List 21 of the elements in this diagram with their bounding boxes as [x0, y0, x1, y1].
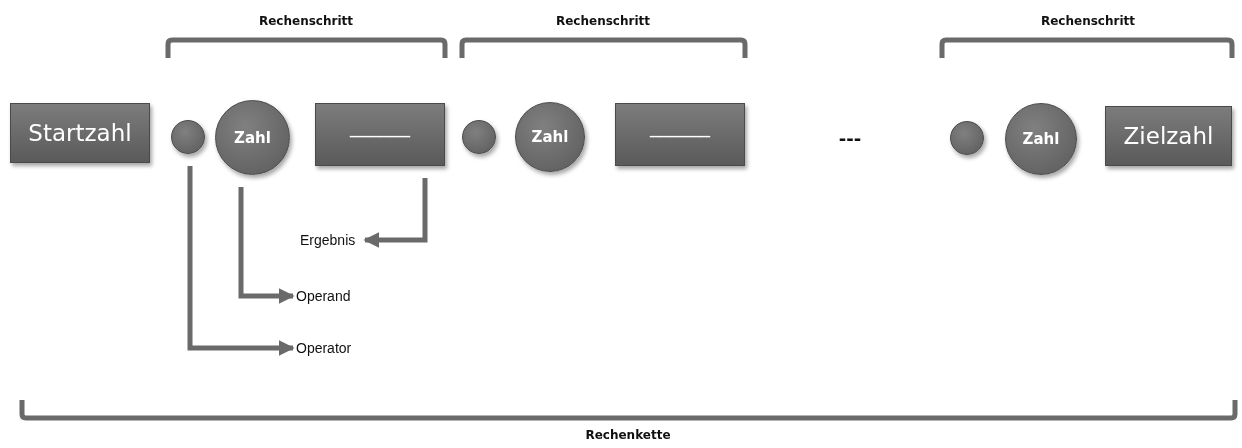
- bracket-label: Rechenschritt: [556, 14, 650, 28]
- annotation-text: Operator: [296, 338, 366, 358]
- arrow: [363, 178, 428, 248]
- number-circle: Zahl: [1005, 103, 1077, 175]
- circle-shape: [950, 121, 984, 155]
- number-box: Startzahl: [10, 103, 150, 163]
- annotation-text: Operand: [296, 286, 362, 306]
- circle-shape: [171, 120, 205, 154]
- number-circle: Zahl: [515, 102, 585, 172]
- bracket-label: Rechenschritt: [1041, 14, 1135, 28]
- circle-shape: [462, 120, 496, 154]
- number-box: Zielzahl: [1105, 106, 1232, 166]
- blank-box: ______: [615, 103, 745, 166]
- arrow: [187, 166, 295, 356]
- annotation-text: Ergebnis: [300, 230, 362, 250]
- bracket-label: Rechenschritt: [259, 14, 353, 28]
- arrow: [238, 187, 295, 304]
- number-circle: Zahl: [215, 100, 290, 175]
- ellipsis-text: ---: [838, 128, 862, 149]
- bracket-label: Rechenkette: [585, 428, 671, 442]
- blank-box: ______: [315, 103, 445, 166]
